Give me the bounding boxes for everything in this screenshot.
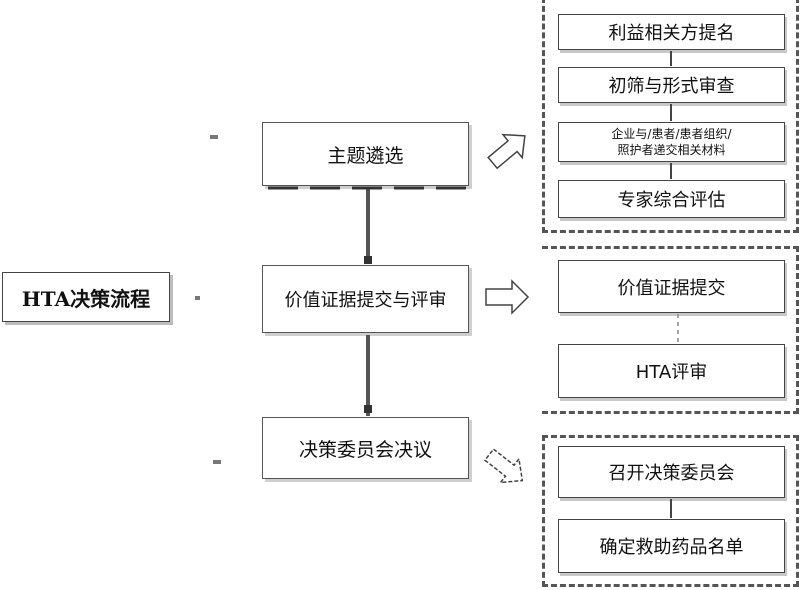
connector-joint [364,405,372,413]
stage-label: 主题遴选 [327,144,404,167]
stage-label: 价值证据提交与评审 [284,290,447,311]
process-title: HTA决策流程 [2,272,170,322]
arrow-right-icon [485,279,530,315]
step-expert-assessment: 专家综合评估 [558,180,785,218]
group-evidence-review [542,246,799,414]
group-committee-decision [542,435,799,587]
step-confirm-drug-list: 确定救助药品名单 [558,519,785,573]
stage-topic-selection: 主题遴选 [262,122,469,186]
step-label: 召开决策委员会 [608,463,735,484]
step-label: 利益相关方提名 [608,23,735,44]
stage-marker [210,135,218,139]
step-convene-committee: 召开决策委员会 [558,446,785,498]
step-label: 专家综合评估 [617,190,726,211]
stage-evidence-review: 价值证据提交与评审 [262,265,469,333]
step-label-line1: 企业与/患者/患者组织/ [611,127,732,141]
stage-marker [195,296,200,300]
step-label-line2: 照护者递交相关材料 [617,143,726,157]
arrow-down-right-icon [483,448,524,484]
arrow-up-right-icon [487,133,526,170]
stage-marker [213,460,221,464]
step-label: HTA评审 [635,362,708,383]
step-hta-review: HTA评审 [558,344,785,398]
step-stakeholder-nomination: 利益相关方提名 [558,14,785,50]
group-topic-selection [542,0,799,233]
step-initial-screening: 初筛与形式审查 [558,67,785,103]
stage-label: 决策委员会决议 [298,438,432,461]
step-label: 确定救助药品名单 [599,537,744,558]
step-label: 价值证据提交 [617,277,726,299]
connector-joint [364,256,372,264]
step-label: 初筛与形式审查 [608,76,735,97]
step-materials-submission: 企业与/患者/患者组织/ 照护者递交相关材料 [558,122,785,162]
stage-committee-decision: 决策委员会决议 [262,417,469,479]
step-evidence-submission: 价值证据提交 [558,260,785,313]
